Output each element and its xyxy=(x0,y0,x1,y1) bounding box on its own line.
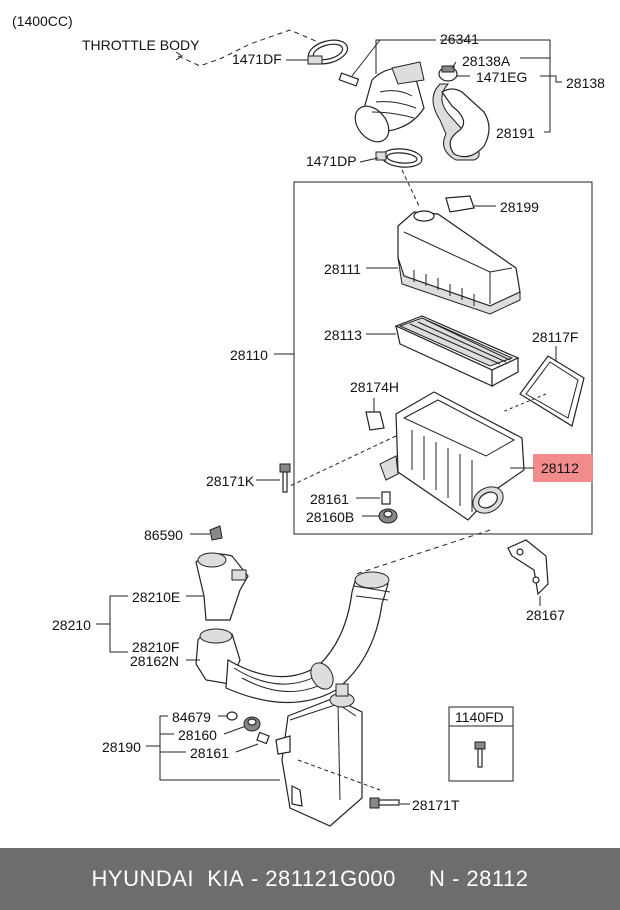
grommet-pin xyxy=(381,491,391,505)
label-28161-lower: 28161 xyxy=(190,745,229,761)
label-28210: 28210 xyxy=(52,617,91,633)
label-1471DF: 1471DF xyxy=(232,51,282,67)
spacer xyxy=(396,866,429,892)
throttle-body-label: THROTTLE BODY xyxy=(82,37,200,53)
breather-pin xyxy=(338,72,360,87)
label-1140FD: 1140FD xyxy=(455,709,504,725)
label-28167: 28167 xyxy=(526,607,565,623)
label-28199: 28199 xyxy=(500,199,539,215)
mounting-bracket xyxy=(507,539,549,596)
air-intake-hose-upper xyxy=(354,61,425,143)
label-84679: 84679 xyxy=(172,709,211,725)
label-28161-upper: 28161 xyxy=(310,491,349,507)
label-28160B: 28160B xyxy=(306,509,354,525)
label-28171T: 28171T xyxy=(412,797,460,813)
filter-screen xyxy=(519,355,585,427)
air-filter-element xyxy=(394,315,520,388)
diagram-ref-number: N - 28112 xyxy=(428,866,529,891)
washer-84679 xyxy=(226,711,238,721)
bolt-28171T xyxy=(369,797,400,809)
label-28117F: 28117F xyxy=(532,329,578,345)
label-1471EG: 1471EG xyxy=(476,69,527,85)
air-duct-upper-28210E xyxy=(195,552,249,621)
part-number-footer: HYUNDAI KIA - 281121G000 N - 28112 xyxy=(0,848,620,910)
highlight-box-28112 xyxy=(533,454,593,482)
resonator-28190 xyxy=(275,683,363,827)
retaining-clip xyxy=(365,411,385,431)
label-28174H: 28174H xyxy=(350,379,399,395)
throttle-link-dashed xyxy=(177,29,319,67)
pin-28161 xyxy=(256,731,270,745)
fastener-box-1140FD xyxy=(448,706,514,782)
clip-86590 xyxy=(209,525,223,541)
air-intake-hose-long xyxy=(225,571,391,704)
grommet-28160 xyxy=(243,716,261,732)
label-28162N: 28162N xyxy=(130,653,179,669)
label-86590: 86590 xyxy=(144,527,183,543)
label-28138A: 28138A xyxy=(462,53,511,69)
bolt-28171K xyxy=(279,463,291,493)
hose-clamp-lower xyxy=(375,148,423,168)
label-28110: 28110 xyxy=(230,347,268,363)
parts-diagram: (1400CC) THROTTLE BODY 1471DF 26341 2813… xyxy=(12,13,605,827)
label-28210F: 28210F xyxy=(132,639,179,655)
hose-clamp-upper xyxy=(307,39,349,65)
label-28113: 28113 xyxy=(324,327,362,343)
separator: - xyxy=(244,866,266,891)
brand-text: HYUNDAI KIA xyxy=(91,866,245,891)
mount-grommet xyxy=(378,508,398,524)
bolt-1140FD xyxy=(474,741,486,768)
label-28171K: 28171K xyxy=(206,473,255,489)
label-28112: 28112 xyxy=(541,460,579,476)
air-cleaner-assembly-frame xyxy=(293,181,593,535)
label-28191: 28191 xyxy=(496,125,535,141)
label-28190: 28190 xyxy=(102,739,141,755)
breather-hose xyxy=(432,65,490,161)
caution-label-plate xyxy=(445,195,475,213)
label-28160-lower: 28160 xyxy=(178,727,217,743)
air-cleaner-cover xyxy=(397,210,521,315)
label-1471DP: 1471DP xyxy=(306,153,357,169)
air-cleaner-body xyxy=(379,391,525,521)
engine-spec-label: (1400CC) xyxy=(12,13,73,29)
label-28111: 28111 xyxy=(324,261,361,277)
label-28138: 28138 xyxy=(566,75,605,91)
arrow-mark xyxy=(175,51,183,61)
label-28210E: 28210E xyxy=(132,589,180,605)
part-number: 281121G000 xyxy=(265,866,396,891)
label-26341: 26341 xyxy=(440,31,479,47)
